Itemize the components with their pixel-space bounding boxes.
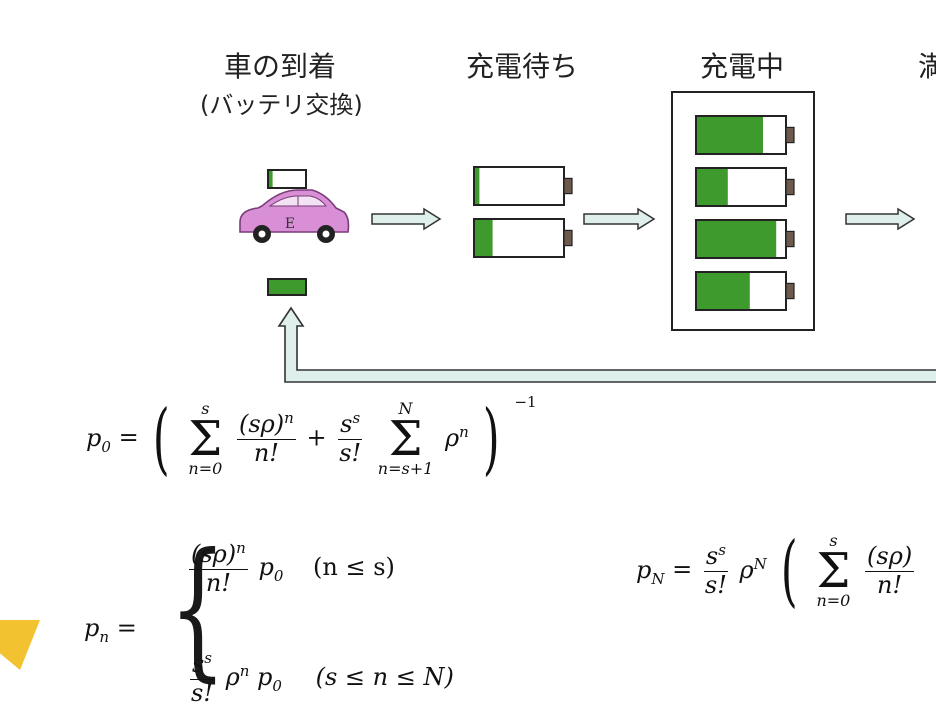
car-icon: E (239, 189, 350, 243)
charging-battery-1-terminal (785, 126, 795, 144)
p0-rho: ρn (444, 422, 469, 452)
p0-left-paren: ( (153, 394, 170, 484)
stage-label-charging: 充電中 (700, 50, 785, 83)
p0-symbol: p0 (86, 423, 111, 456)
formula-p0: p0 = ( s Σ n=0 (sρ)n n! + ss s! N Σ n=s+… (86, 393, 537, 484)
charging-battery-4-terminal (785, 282, 795, 300)
charging-battery-1 (695, 115, 795, 155)
charging-battery-2-fill (697, 169, 728, 205)
p0-plus: + (306, 423, 327, 452)
stage-label-full: 満 (918, 50, 936, 83)
car-bottom-battery (267, 278, 307, 296)
return-arrow (277, 306, 936, 383)
charging-battery-4-fill (697, 273, 750, 309)
car-bottom-battery-fill (269, 280, 305, 294)
formula-pN: pN = ss s! ρN ( s Σ n=0 (sρ) n! (636, 526, 915, 616)
waiting-batteries (473, 166, 573, 258)
waiting-battery-1-terminal (563, 177, 573, 195)
p0-sum-1: s Σ n=0 (188, 399, 223, 478)
charging-battery-3-fill (697, 221, 777, 257)
p0-exponent: −1 (514, 392, 537, 411)
stage-label-waiting: 充電待ち (466, 50, 579, 83)
p0-term1: (sρ)n n! (236, 409, 296, 467)
charging-battery-3 (695, 219, 795, 259)
p0-sum-2: N Σ n=s+1 (377, 399, 434, 478)
charging-battery-1-fill (697, 117, 763, 153)
waiting-battery-2 (473, 218, 573, 258)
charging-battery-3-terminal (785, 230, 795, 248)
waiting-battery-1 (473, 166, 573, 206)
car-top-battery (267, 169, 307, 189)
formula-pn-brace: { (169, 522, 227, 696)
charging-battery-4 (695, 271, 795, 311)
formula-pn-case2: ss s! ρn p0 (s ≤ n ≤ N) (189, 649, 454, 707)
charging-station-box (671, 91, 815, 331)
p0-term2: ss s! (338, 409, 363, 467)
arrow-waiting-to-charging (583, 207, 656, 231)
charging-battery-2-terminal (785, 178, 795, 196)
car-top-battery-fill (269, 171, 273, 187)
car-emblem: E (285, 216, 295, 232)
yellow-corner-decoration (0, 620, 40, 670)
arrow-charging-to-full (845, 207, 916, 231)
waiting-battery-2-terminal (563, 229, 573, 247)
stage-label-arrival: 車の到着 (224, 50, 337, 83)
stage-label-arrival-sub: (バッテリ交換) (200, 91, 363, 119)
p0-right-paren: ) (483, 394, 500, 484)
waiting-battery-2-fill (475, 220, 493, 256)
p0-equals: = (118, 423, 139, 452)
arrow-arrival-to-waiting (371, 207, 442, 231)
formula-pn-lhs: pn = (84, 614, 137, 646)
charging-battery-2 (695, 167, 795, 207)
charging-batteries (695, 115, 795, 311)
formula-pn-case1: (sρ)n n! p0 (n ≤ s) (189, 539, 395, 597)
waiting-battery-1-fill (475, 168, 480, 204)
